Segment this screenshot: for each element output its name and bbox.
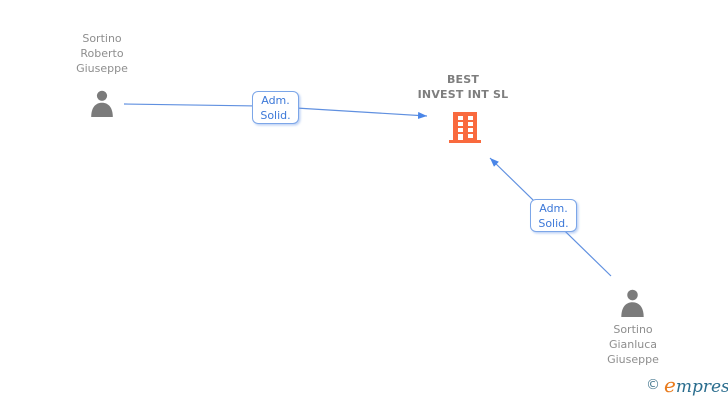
company-line: BEST [446, 73, 480, 86]
edge-label-line: Solid. [538, 217, 569, 230]
brand-wordmark: empresia [664, 373, 728, 397]
edge-label-line: Adm. [539, 202, 568, 215]
copyright-icon: © [646, 377, 660, 393]
brand-initial: e [664, 373, 676, 397]
person-left-line: Sortino [82, 32, 122, 45]
edge-label-line: Adm. [261, 94, 290, 107]
edge-left-segment [123, 103, 261, 107]
brand-rest: mpresia [675, 377, 728, 397]
company-line: INVEST INT SL [417, 88, 509, 101]
node-label-person-right[interactable]: Sortino Gianluca Giuseppe [573, 322, 693, 367]
person-left-line: Roberto [80, 47, 124, 60]
edge-left-arrow-segment [295, 107, 428, 119]
person-right-line: Giuseppe [607, 353, 659, 366]
person-icon[interactable] [618, 288, 647, 317]
company-building-icon[interactable] [449, 109, 481, 143]
node-label-company[interactable]: BEST INVEST INT SL [398, 72, 528, 102]
person-icon[interactable] [88, 89, 116, 117]
person-left-line: Giuseppe [76, 62, 128, 75]
node-label-person-left[interactable]: Sortino Roberto Giuseppe [42, 31, 162, 76]
empresia-logo[interactable]: © empresia [646, 373, 728, 397]
person-right-line: Gianluca [608, 338, 658, 351]
edge-label-line: Solid. [260, 109, 291, 122]
edge-label-adm-solid-left: Adm. Solid. [252, 91, 299, 124]
edge-label-adm-solid-right: Adm. Solid. [530, 199, 577, 232]
person-right-line: Sortino [613, 323, 653, 336]
